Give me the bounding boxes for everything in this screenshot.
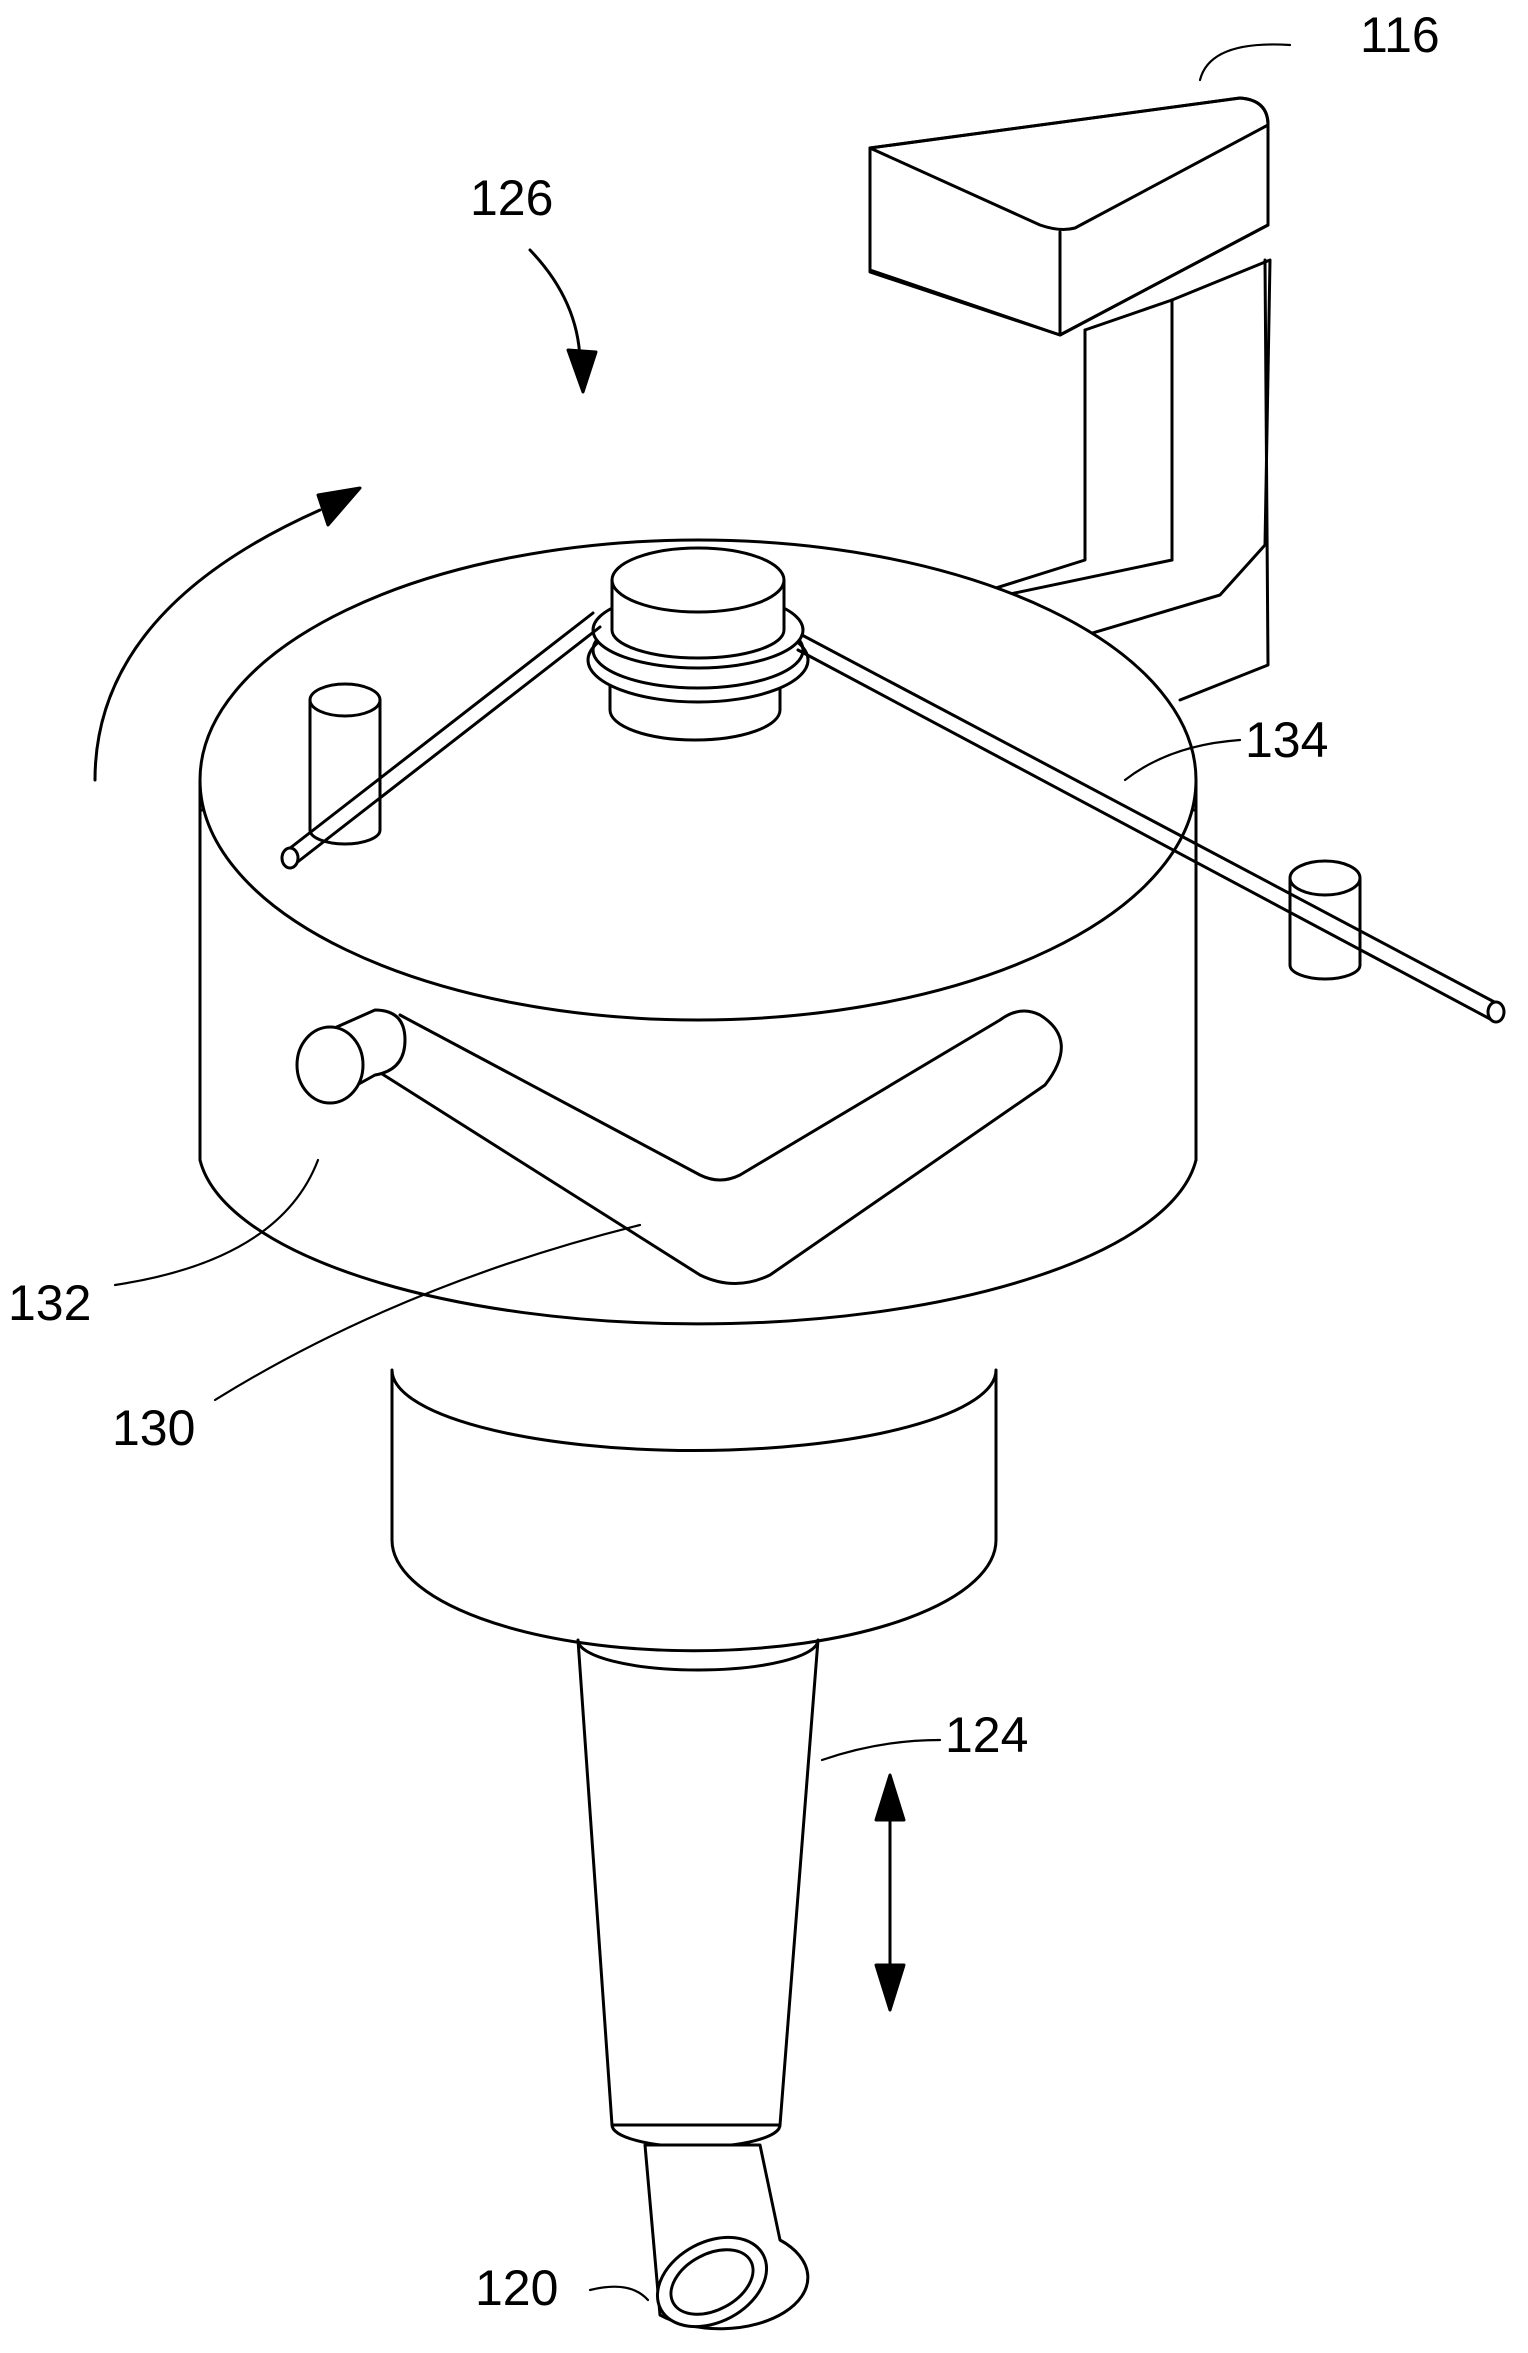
leader-lines bbox=[113, 43, 1292, 2302]
cam-pin bbox=[295, 1008, 407, 1105]
right-post bbox=[1288, 859, 1362, 981]
vertical-motion-arrow bbox=[874, 1773, 906, 2012]
assembly-arrow bbox=[528, 248, 598, 394]
bracket bbox=[908, 258, 1272, 702]
tapered-tube bbox=[576, 1638, 820, 2149]
label-120: 120 bbox=[475, 2260, 558, 2316]
cam-slot bbox=[358, 1009, 1063, 1285]
needle-tip bbox=[643, 2143, 810, 2331]
label-116: 116 bbox=[1360, 7, 1440, 63]
label-126: 126 bbox=[470, 170, 553, 226]
left-post bbox=[308, 682, 382, 846]
center-shaft bbox=[586, 546, 810, 742]
rotation-arrow bbox=[93, 486, 362, 782]
reference-labels: 116 126 134 132 130 124 120 bbox=[8, 7, 1440, 2316]
motor-housing bbox=[868, 96, 1270, 337]
label-124: 124 bbox=[945, 1707, 1028, 1763]
label-132: 132 bbox=[8, 1275, 91, 1331]
label-134: 134 bbox=[1245, 712, 1328, 768]
lower-housing bbox=[390, 1368, 998, 1653]
label-130: 130 bbox=[112, 1400, 195, 1456]
main-cylinder bbox=[198, 538, 1198, 1326]
guide-rod bbox=[280, 611, 1506, 1024]
